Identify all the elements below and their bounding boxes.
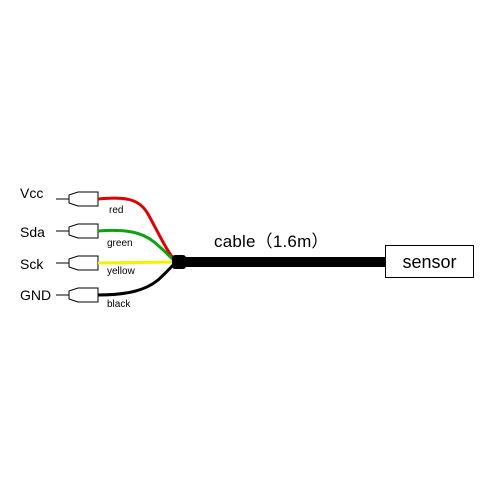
cable-label: cable（1.6m） xyxy=(214,232,329,251)
cable xyxy=(182,257,386,267)
pin-label-sck: Sck xyxy=(20,256,44,272)
wire-red xyxy=(97,196,178,263)
terminal-gnd xyxy=(56,287,99,303)
wire-yellow xyxy=(97,260,177,265)
wire-green xyxy=(97,228,177,264)
sensor-box: sensor xyxy=(385,245,474,278)
sensor-label: sensor xyxy=(402,251,457,272)
wire-label-red: red xyxy=(109,205,124,216)
wire-black xyxy=(97,260,178,297)
pin-label-gnd: GND xyxy=(20,287,52,303)
cable-splice xyxy=(172,255,186,269)
wire-label-green: green xyxy=(107,238,133,249)
terminal-sck xyxy=(56,255,99,271)
terminal-sda xyxy=(56,223,99,239)
pin-label-vcc: Vcc xyxy=(20,185,44,201)
pin-label-sda: Sda xyxy=(20,224,45,240)
wire-label-yellow: yellow xyxy=(107,266,135,277)
terminal-vcc xyxy=(56,191,99,207)
wire-label-black: black xyxy=(107,299,131,310)
